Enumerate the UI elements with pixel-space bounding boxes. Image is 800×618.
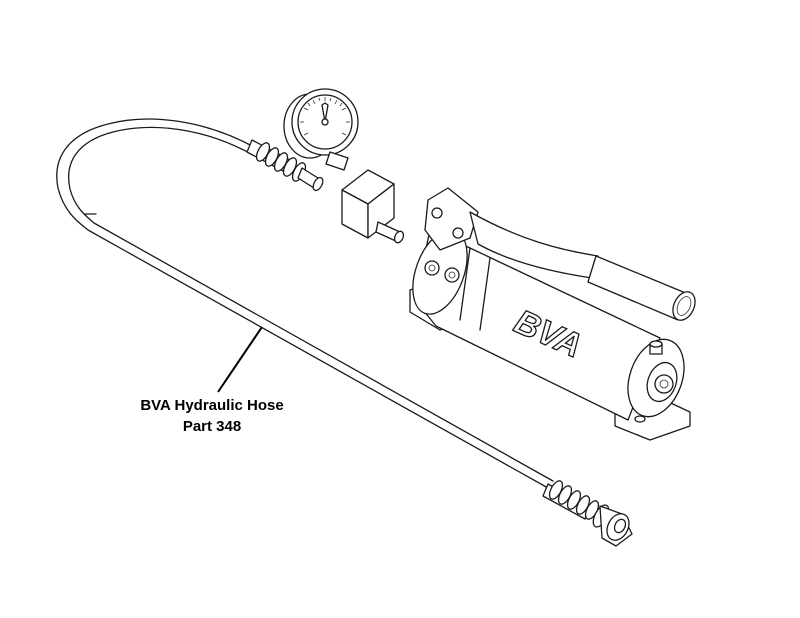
mounting-hole: [634, 415, 646, 423]
handle-mount: [424, 187, 479, 251]
hose-lower-ferrule: [542, 480, 633, 547]
hydraulic-hose: [56, 118, 633, 547]
callout-title: BVA Hydraulic Hose: [140, 397, 283, 414]
gauge-pivot: [321, 118, 329, 126]
callout-part-number: Part 348: [183, 418, 241, 435]
pressure-gauge: [283, 88, 359, 171]
handle-end-cap: [672, 291, 696, 321]
gauge-needle: [321, 102, 329, 123]
pump-port-2: [444, 267, 460, 283]
hose-upper-ferrule: [246, 139, 324, 192]
callout-leader-line: [217, 326, 263, 393]
hose-inner-line: [68, 126, 554, 482]
gauge-stem: [325, 151, 349, 171]
pump-port-1: [424, 260, 440, 276]
adapter-block: [341, 169, 405, 244]
release-valve: [654, 374, 674, 394]
hand-pump: BVA: [409, 187, 696, 441]
hose-callout: BVA Hydraulic Hose Part 348: [140, 326, 284, 435]
gauge-ticks: [300, 97, 350, 136]
hose-outer-line: [56, 118, 549, 489]
